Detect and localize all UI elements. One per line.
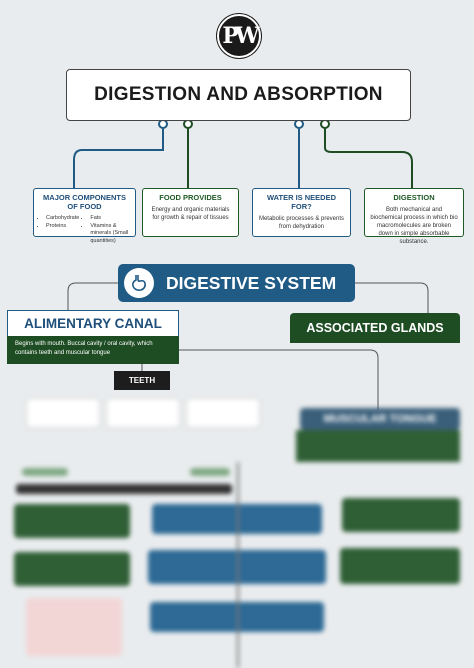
blurred-pill [22,468,68,476]
component-item: Proteins [46,223,79,231]
card-text: Both mechanical and biochemical process … [370,207,458,246]
page-title: DIGESTION AND ABSORPTION [66,69,411,121]
stomach-illustration [26,598,122,656]
card-heading: MAJOR COMPONENTS OF FOOD [43,193,126,211]
blurred-box [14,504,130,538]
blurred-box [296,430,460,462]
digestive-system-label: DIGESTIVE SYSTEM [166,272,337,293]
blurred-bar [16,484,232,494]
blurred-box [26,398,100,428]
blurred-box [186,398,260,428]
blurred-pill [190,468,230,476]
associated-glands-heading: ASSOCIATED GLANDS [290,313,460,343]
card-heading: DIGESTION [393,193,435,202]
blurred-preview-region: MUSCULAR TONGUE [0,392,474,668]
card-digestion: DIGESTION Both mechanical and biochemica… [364,188,464,245]
pw-logo: PW [217,14,261,58]
component-item: Fats [90,215,130,223]
blurred-connector [237,462,239,668]
blurred-box [106,398,180,428]
muscular-tongue-heading: MUSCULAR TONGUE [300,408,460,430]
card-major-components: MAJOR COMPONENTS OF FOOD Carbohydrate Pr… [33,188,136,244]
card-food-provides: FOOD PROVIDES Energy and organic materia… [142,188,239,237]
card-heading: WATER IS NEEDED FOR? [266,193,337,211]
alimentary-canal-heading: ALIMENTARY CANAL [7,310,179,336]
card-text: Metabolic processes & prevents from dehy… [258,216,345,231]
component-item: Vitamins & minerals (Small quantities) [90,223,130,246]
digestive-system-banner: DIGESTIVE SYSTEM [118,264,355,302]
card-heading: FOOD PROVIDES [159,193,222,202]
component-item: Carbohydrate [46,215,79,223]
blurred-box [342,498,460,532]
card-water-needed: WATER IS NEEDED FOR? Metabolic processes… [252,188,351,237]
blurred-box [14,552,130,586]
stomach-icon [124,268,154,298]
blurred-box [340,548,460,584]
alimentary-canal-description: Begins with mouth. Buccal cavity / oral … [7,336,179,364]
teeth-label: TEETH [114,371,170,390]
card-text: Energy and organic materials for growth … [151,207,230,222]
